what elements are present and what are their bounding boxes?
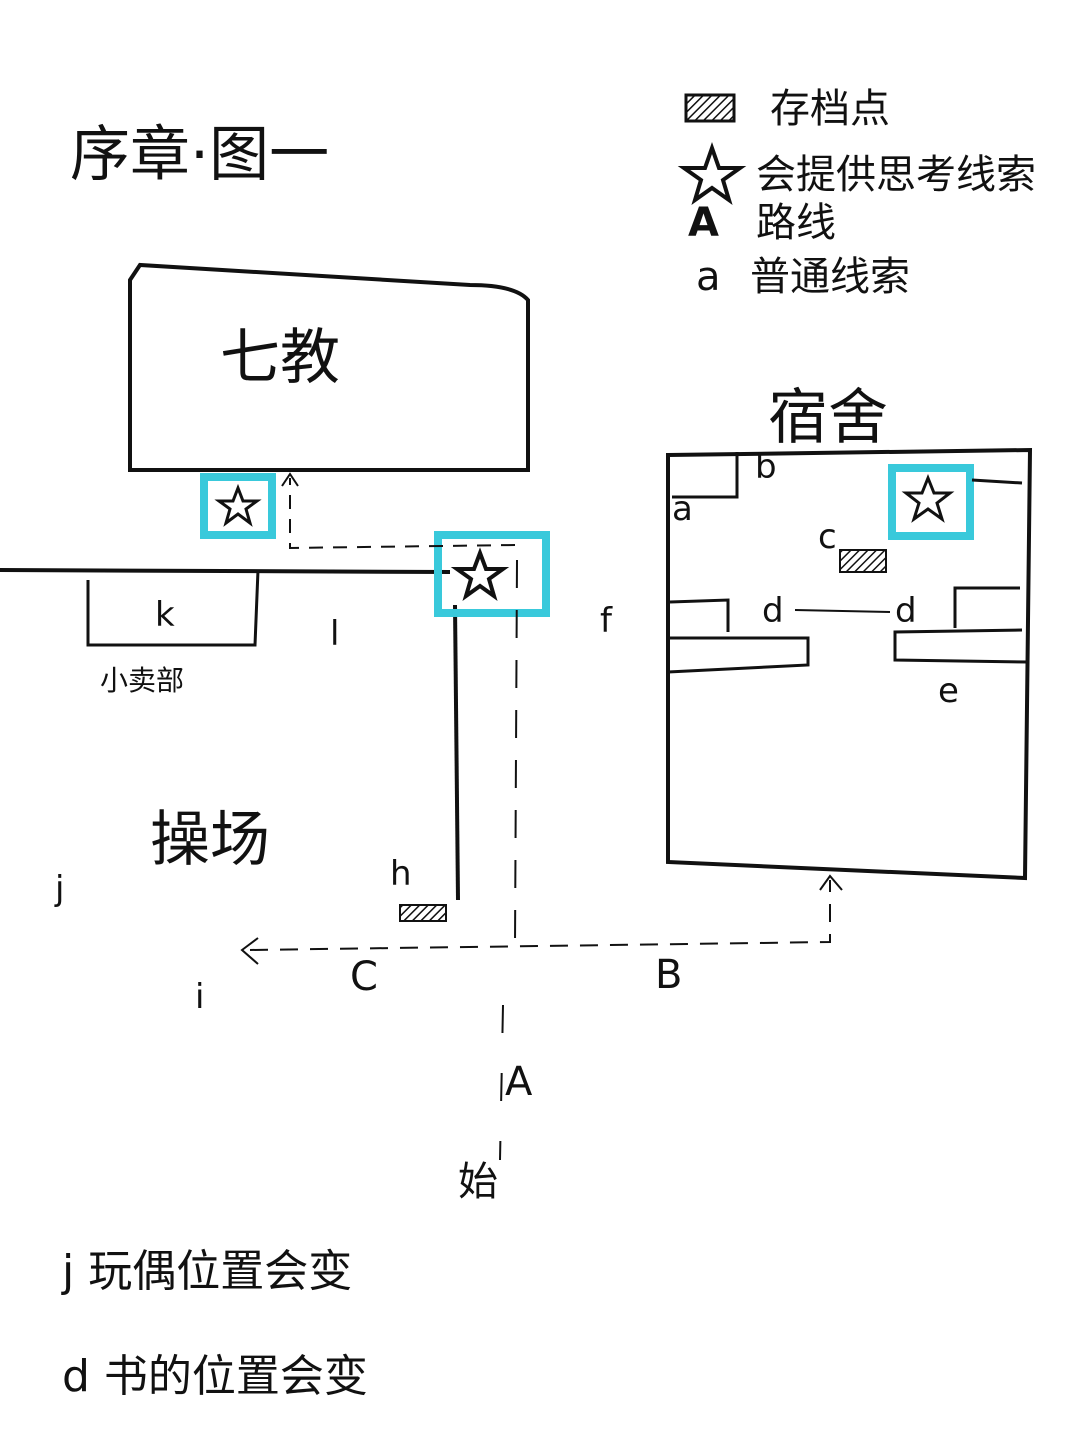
clue-f: f — [600, 601, 613, 641]
main-road — [0, 568, 451, 574]
star-icon — [450, 547, 510, 601]
route-b-c — [249, 880, 831, 951]
clue-b: b — [755, 447, 777, 487]
clue-h: h — [390, 854, 412, 894]
legend-clue: 普通线索 — [750, 254, 910, 300]
star-icon — [214, 483, 262, 527]
save-point-c — [839, 549, 887, 573]
legend-route-symbol: A — [688, 200, 719, 246]
arrow-up-icon — [281, 472, 299, 487]
route-a-lower — [499, 1004, 504, 1161]
clue-d-left: d — [762, 591, 784, 631]
playground-label: 操场 — [150, 805, 270, 875]
star-icon — [901, 473, 955, 523]
dorm-wall — [953, 586, 1020, 628]
legend-clue-symbol: a — [696, 254, 721, 300]
legend-save-point: 存档点 — [770, 86, 890, 132]
arrow-left-icon — [240, 937, 259, 965]
teaching-building — [128, 262, 530, 472]
hatched-rect-icon — [684, 93, 736, 123]
star-icon — [677, 141, 747, 205]
clue-i: i — [195, 977, 204, 1017]
clue-c: c — [818, 517, 837, 557]
hint-highlight-box — [888, 464, 974, 540]
route-c-label: C — [350, 954, 378, 1000]
legend-hint: 会提供思考线索 — [756, 152, 1036, 198]
clue-e: e — [938, 671, 959, 711]
dorm-corridor — [893, 628, 1029, 664]
dorm-room-a — [672, 452, 739, 499]
dorm-corridor — [667, 636, 810, 674]
clue-d-right: d — [895, 591, 917, 631]
route-b-label: B — [655, 952, 682, 998]
shop-letter: k — [155, 595, 175, 635]
route-a-label: A — [505, 1059, 533, 1105]
save-point-h — [399, 904, 447, 922]
dorm-wall — [669, 598, 730, 632]
teaching-building-label: 七教 — [220, 323, 340, 393]
clue-l: l — [330, 614, 339, 654]
shop-label: 小卖部 — [100, 664, 184, 697]
d-link — [794, 609, 891, 613]
map-title: 序章·图一 — [70, 120, 329, 190]
arrow-up-icon — [819, 874, 843, 891]
legend-route: 路线 — [756, 200, 836, 246]
side-road — [453, 604, 460, 901]
route-to-teaching — [289, 478, 516, 550]
shop-building — [86, 569, 260, 647]
clue-a: a — [672, 489, 693, 529]
dorm-label: 宿舍 — [768, 383, 888, 453]
hint-highlight-box — [434, 531, 550, 617]
dorm-building — [666, 447, 1033, 881]
route-a-vertical — [514, 559, 518, 946]
dorm-wall — [971, 478, 1023, 485]
start-label: 始 — [458, 1159, 498, 1205]
hint-highlight-box — [200, 473, 276, 539]
note-doll: j 玩偶位置会变 — [62, 1246, 353, 1297]
clue-j: j — [54, 869, 64, 909]
note-book: d 书的位置会变 — [62, 1351, 368, 1402]
legend: 存档点 会提供思考线索 A 路线 a 普通线索 — [677, 86, 1036, 300]
